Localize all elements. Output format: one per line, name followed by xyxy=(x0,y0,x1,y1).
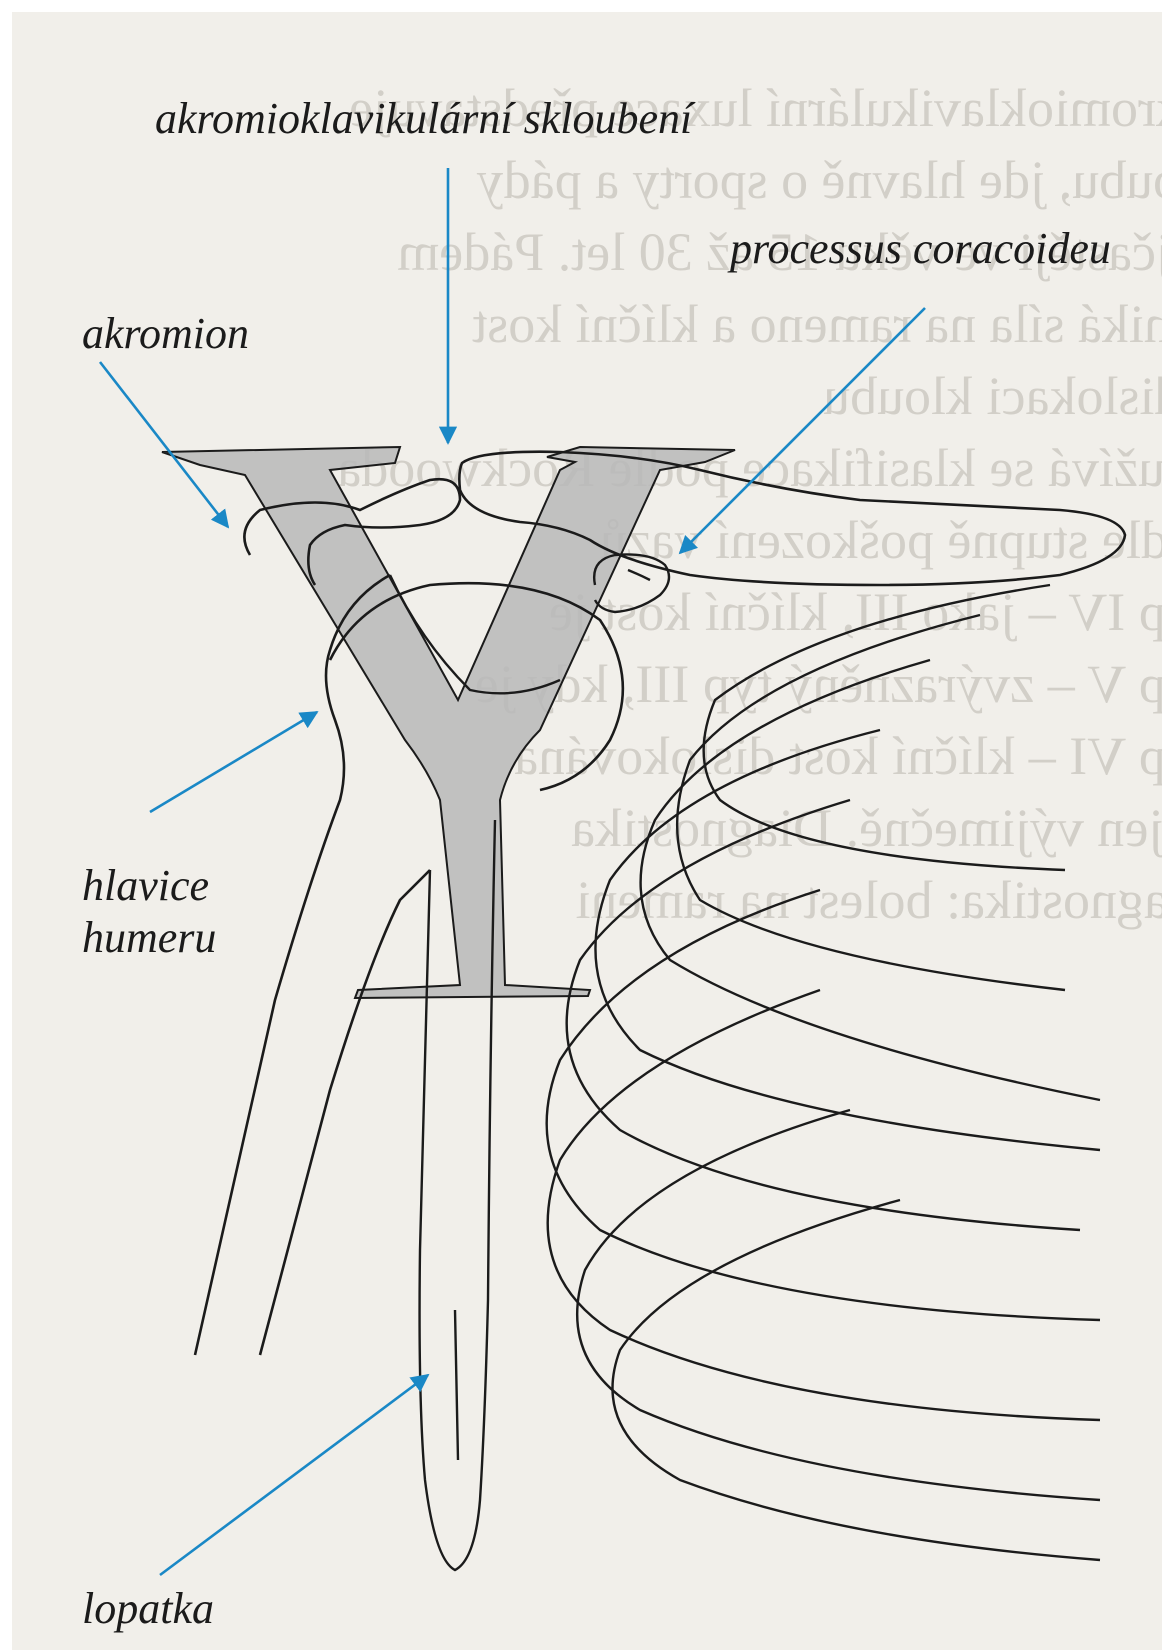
label-humeral-head-line1: hlavice xyxy=(82,860,216,912)
label-humeral-head: hlavice humeru xyxy=(82,860,216,964)
arrow-coracoid xyxy=(680,308,925,553)
label-acromion: akromion xyxy=(82,310,249,358)
label-coracoid-process: processus coracoideu xyxy=(730,225,1111,273)
arrow-acromion xyxy=(100,362,228,527)
scapula-y-shape xyxy=(162,447,735,998)
ribs xyxy=(547,585,1100,1560)
label-humeral-head-line2: humeru xyxy=(82,912,216,964)
label-scapula: lopatka xyxy=(82,1585,214,1633)
arrow-scapula xyxy=(160,1375,428,1575)
pointer-arrows xyxy=(100,168,925,1575)
label-acromioclavicular-joint: akromioklavikulární skloubení xyxy=(155,95,692,143)
arrow-humeral-head xyxy=(150,712,317,812)
